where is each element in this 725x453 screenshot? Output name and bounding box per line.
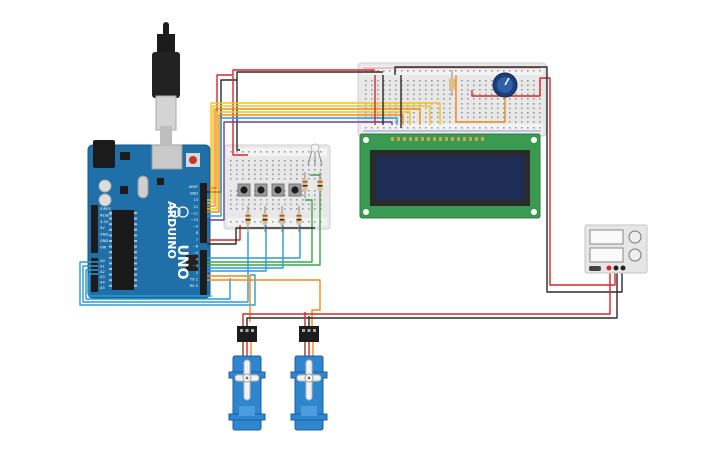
push-button (271, 183, 285, 197)
digital-pin-label: ~10 (190, 218, 198, 222)
digital-header-bottom (200, 250, 207, 295)
digital-pin-label: ~6 (193, 244, 199, 248)
digital-pin-label: 12 (193, 205, 198, 209)
arduino-model-label: UNO (174, 245, 190, 280)
servo-motor (228, 326, 266, 431)
rgb-led (307, 143, 323, 166)
digital-pin-label: AREF (189, 185, 198, 189)
lcd-screen (376, 156, 524, 200)
wires (79, 66, 623, 330)
digital-pin-label: 13 (193, 198, 198, 202)
digital-pin-label: 8 (196, 231, 199, 235)
power-pin-label: GND (100, 239, 108, 243)
resistor (296, 206, 302, 232)
analog-pin-label: A4 (100, 281, 105, 285)
resistors (245, 172, 323, 232)
usb-port (151, 144, 183, 170)
resistor (279, 206, 285, 232)
digital-pin-label: ~11 (190, 211, 198, 215)
reset-button (189, 156, 197, 164)
power-pin-label: RESET (100, 213, 112, 217)
digital-pin-label: ~9 (193, 225, 199, 229)
digital-pin-label: RX 0 (190, 284, 199, 288)
lcd-resistor (449, 70, 455, 96)
analog-pin-label: A1 (100, 264, 105, 268)
power-pin-label: VIN (100, 245, 107, 249)
dc-power-jack (93, 140, 115, 168)
digital-header-top (200, 183, 207, 243)
resistor (262, 206, 268, 232)
power-pin-label: GND (100, 233, 108, 237)
digital-pin-label: 4 (196, 258, 199, 262)
servos (228, 326, 328, 431)
servo-motor (290, 326, 328, 431)
power-supply-module (584, 224, 648, 274)
lcd-16x2-display (359, 133, 541, 219)
arduino-logo-icon (169, 206, 181, 218)
digital-pin-label: 7 (196, 238, 198, 242)
push-button (237, 183, 251, 197)
analog-pin-label: A5 (100, 286, 105, 290)
atmega-chip (112, 210, 134, 290)
analog-header (91, 258, 98, 292)
analog-pin-label: A0 (100, 259, 105, 263)
power-pin-label: 5V (100, 226, 105, 230)
push-buttons (237, 183, 302, 197)
digital-pin-label: ~5 (193, 251, 198, 255)
resistor (245, 206, 251, 232)
push-button (254, 183, 268, 197)
resistor (302, 172, 308, 198)
push-button (288, 183, 302, 197)
digital-pin-label: ~3 (193, 264, 198, 268)
analog-pin-label: A3 (100, 275, 105, 279)
power-pin-label: IOREF (100, 207, 111, 211)
potentiometer (492, 72, 518, 98)
power-pin-label: 3.3V (100, 220, 109, 224)
usb-cable (152, 22, 180, 146)
arduino-uno-board: ARDUINO UNO AREF GND 13 12 ~11 ~10 ~9 8 7 ~6 ~5 4 ~3… (87, 140, 211, 299)
resistor (317, 172, 323, 198)
power-header (91, 205, 98, 253)
arduino-brand-label: ARDUINO (165, 201, 178, 259)
digital-pin-label: 2 (196, 271, 198, 275)
digital-pin-label: GND (190, 192, 198, 196)
analog-pin-label: A2 (100, 270, 105, 274)
digital-pin-label: TX 1 (189, 277, 198, 281)
